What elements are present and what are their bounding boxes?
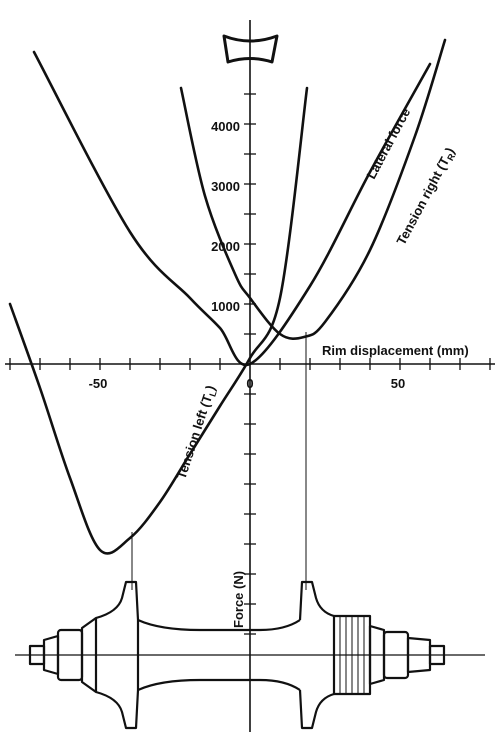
- x-tick-label: -50: [89, 376, 108, 391]
- y-axis-title: Force (N): [231, 571, 246, 628]
- series-line-2: [32, 50, 432, 367]
- y-tick-label: 1000: [211, 299, 240, 314]
- y-tick-label: 2000: [211, 239, 240, 254]
- series-label-tension-right: Tension right (TR): [393, 145, 459, 248]
- series-line-1: [179, 38, 447, 340]
- series-label-tension-left: Tension left (TL): [174, 383, 220, 481]
- x-axis-title: Rim displacement (mm): [322, 343, 469, 358]
- series-line-0: [8, 86, 309, 555]
- y-tick-label: 4000: [211, 119, 240, 134]
- y-axis-ticks: [244, 93, 256, 635]
- y-tick-label: 3000: [211, 179, 240, 194]
- series-label-lateral-force: Lateral force: [363, 105, 413, 181]
- projection-lines: [131, 332, 307, 590]
- hub-drawing: [15, 580, 485, 730]
- right-shell-end: [368, 624, 386, 686]
- right-locknut: [406, 636, 432, 674]
- right-flange: [298, 580, 335, 730]
- x-axis-ticks: [9, 358, 491, 370]
- rim-section-icon: [222, 34, 279, 64]
- left-flange: [95, 580, 140, 730]
- x-tick-label: 50: [391, 376, 405, 391]
- x-tick-label: 0: [246, 376, 253, 391]
- hub-body: [137, 618, 301, 692]
- thread-lines: [339, 616, 365, 694]
- curves: [8, 38, 447, 555]
